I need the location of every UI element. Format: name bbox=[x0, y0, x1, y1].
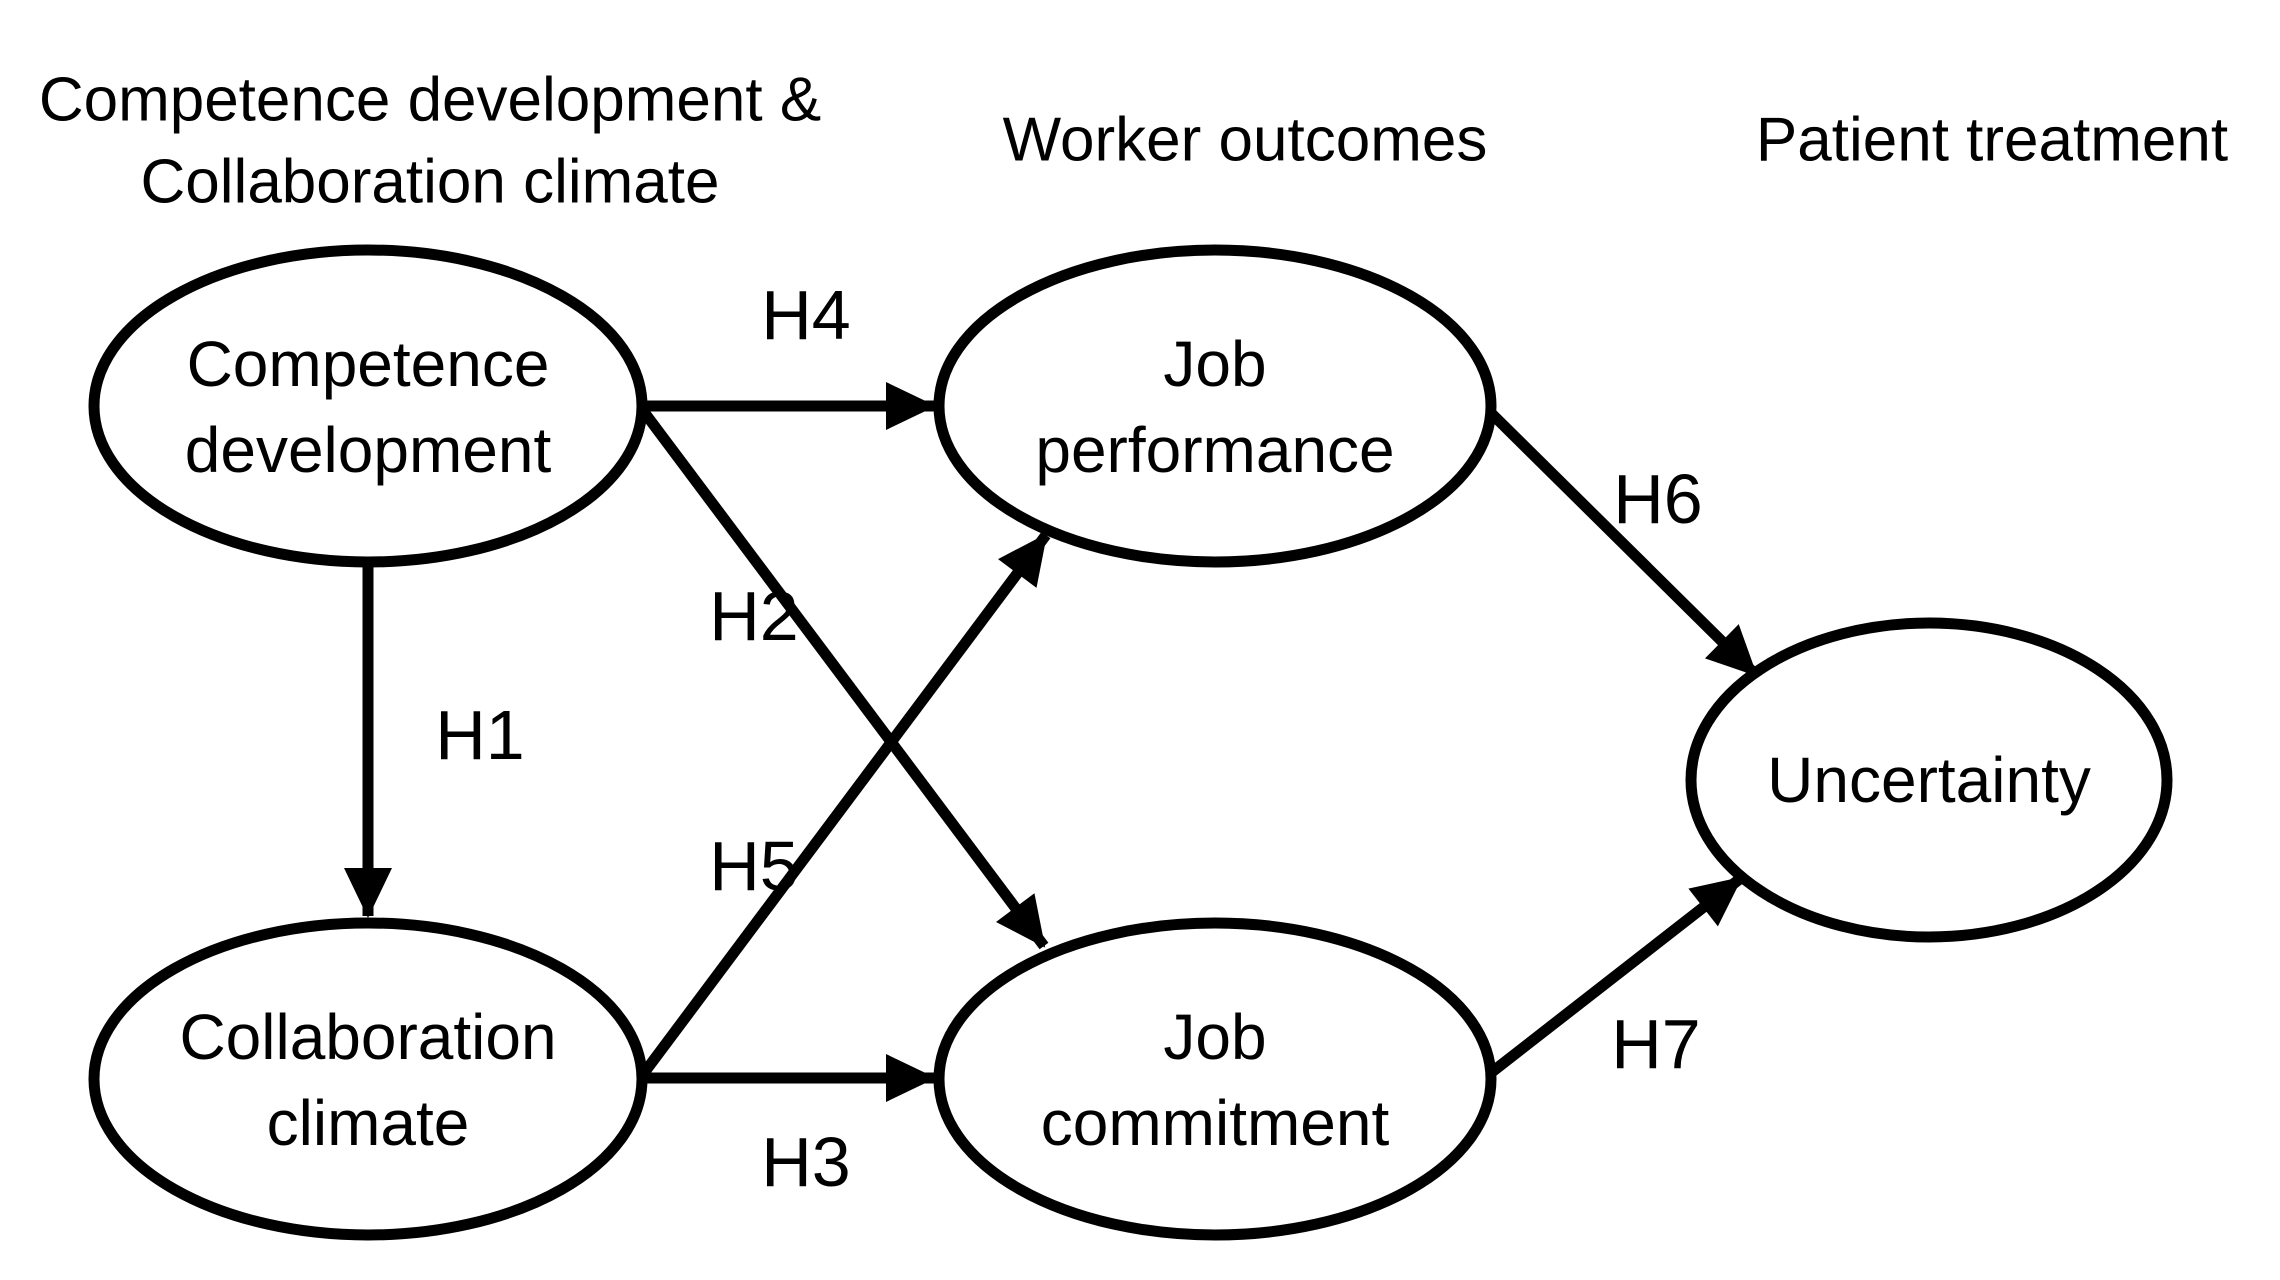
node-collaboration-climate: Collaboration climate bbox=[88, 917, 648, 1241]
node-job-performance: Job performance bbox=[933, 244, 1497, 568]
node-label-line: Collaboration bbox=[179, 1001, 556, 1073]
edge-h1: H1 bbox=[344, 564, 525, 918]
header-line: Collaboration climate bbox=[141, 148, 720, 217]
header-line: Patient treatment bbox=[1756, 106, 2228, 175]
node-ellipse-job-performance bbox=[933, 244, 1497, 568]
edge-label-h1: H1 bbox=[435, 696, 524, 774]
edge-label-h3: H3 bbox=[761, 1123, 850, 1201]
node-label-line: performance bbox=[1035, 414, 1394, 486]
node-label-line: commitment bbox=[1041, 1087, 1390, 1159]
edge-h7: H7 bbox=[1488, 873, 1745, 1083]
header-group-worker-outcomes: Worker outcomes bbox=[1003, 106, 1488, 175]
node-job-commitment: Job commitment bbox=[933, 917, 1497, 1241]
edge-line-h7 bbox=[1488, 873, 1745, 1077]
node-ellipse-uncertainty bbox=[1685, 617, 2173, 943]
edge-label-h6: H6 bbox=[1613, 460, 1702, 538]
node-label-line: Competence bbox=[187, 328, 550, 400]
edge-line-h2 bbox=[639, 408, 1049, 950]
node-competence-development: Competence development bbox=[88, 244, 648, 568]
edge-line-h5 bbox=[639, 531, 1051, 1077]
header-line: Competence development & bbox=[39, 66, 821, 135]
node-label-line: development bbox=[185, 414, 552, 486]
edge-h2: H2 bbox=[639, 408, 1049, 950]
node-label-line: Job bbox=[1163, 328, 1266, 400]
edge-line-h6 bbox=[1485, 407, 1760, 679]
edge-h3: H3 bbox=[644, 1054, 936, 1201]
edge-h4: H4 bbox=[644, 276, 936, 430]
header-line: Worker outcomes bbox=[1003, 106, 1488, 175]
edge-h5: H5 bbox=[639, 531, 1051, 1077]
edge-label-h2: H2 bbox=[709, 577, 798, 655]
edge-label-h7: H7 bbox=[1611, 1005, 1700, 1083]
header-group-competence-collaboration: Competence development & Collaboration cl… bbox=[39, 66, 821, 217]
node-label-line: climate bbox=[267, 1087, 470, 1159]
node-ellipse-competence-development bbox=[88, 244, 648, 568]
edge-label-h5: H5 bbox=[709, 827, 798, 905]
node-ellipse-job-commitment bbox=[933, 917, 1497, 1241]
node-label-line: Uncertainty bbox=[1767, 744, 2091, 816]
node-label-line: Job bbox=[1163, 1001, 1266, 1073]
node-uncertainty: Uncertainty bbox=[1685, 617, 2173, 943]
node-ellipse-collaboration-climate bbox=[88, 917, 648, 1241]
edge-label-h4: H4 bbox=[761, 276, 850, 354]
header-group-patient-treatment: Patient treatment bbox=[1756, 106, 2228, 175]
edge-h6: H6 bbox=[1485, 407, 1760, 679]
